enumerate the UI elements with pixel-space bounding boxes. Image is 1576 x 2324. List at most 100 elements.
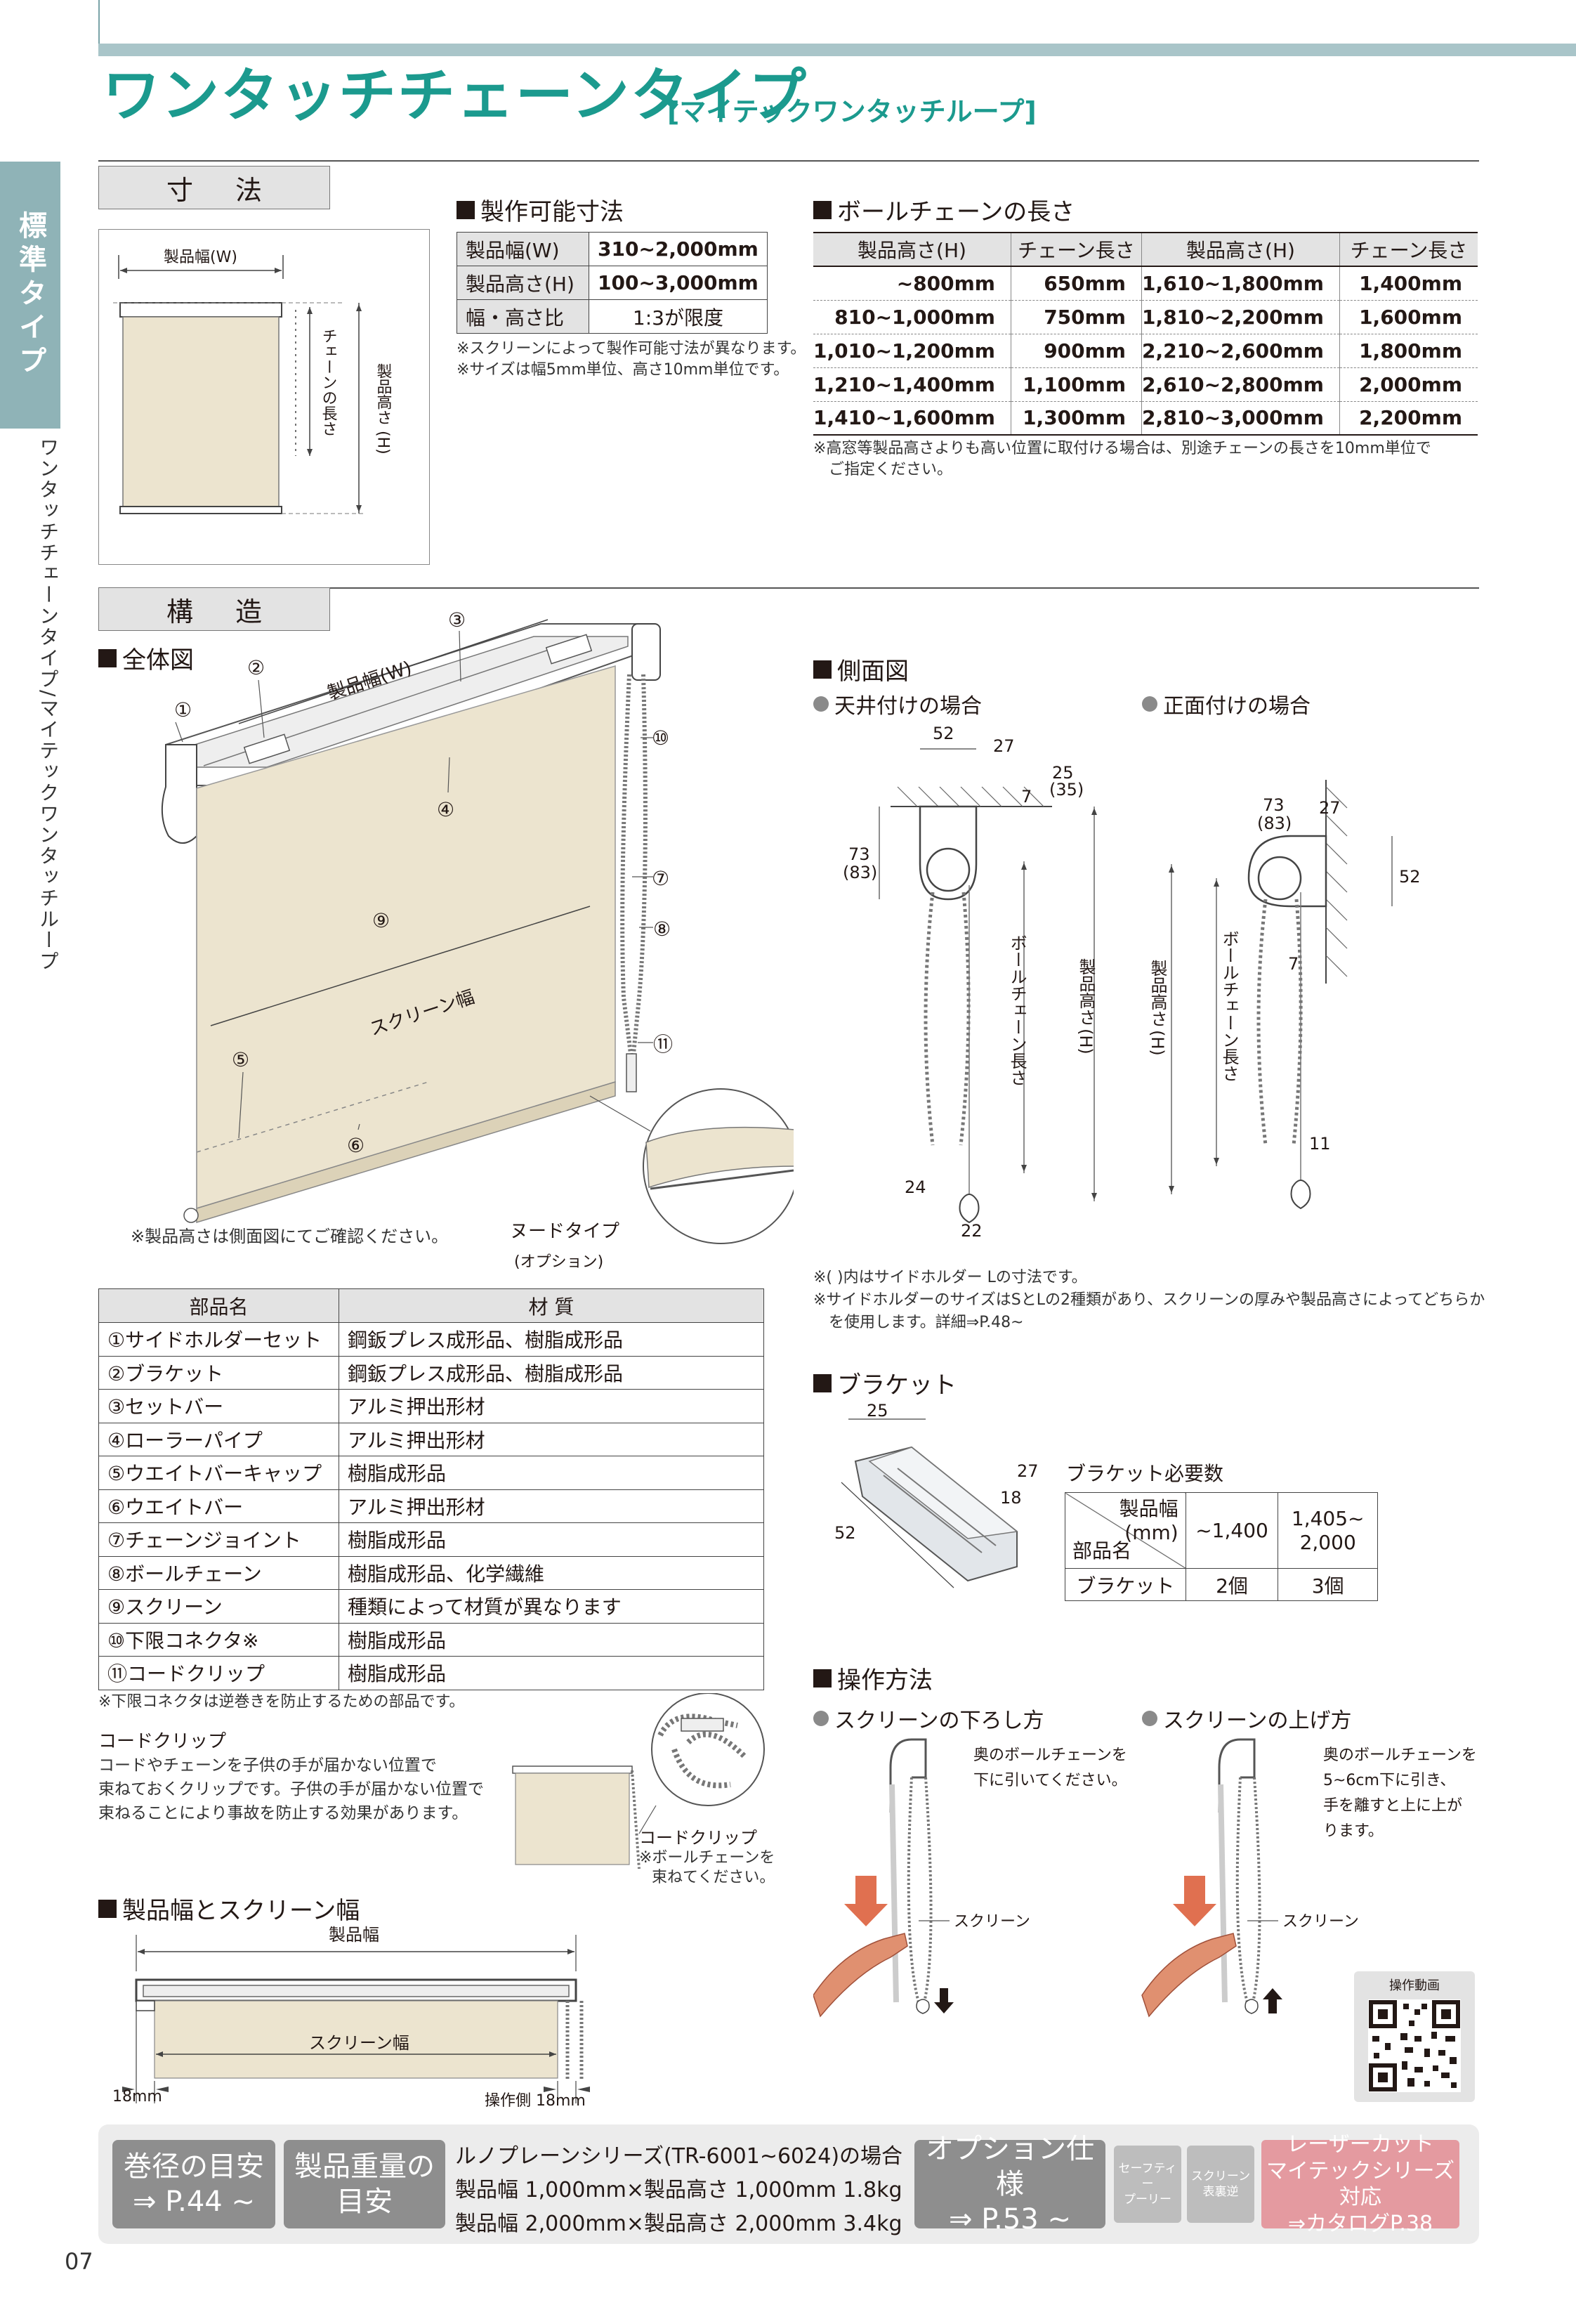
part-material: アルミ押出形材 <box>338 1389 765 1423</box>
column-header: チェーン長さ <box>1339 232 1478 267</box>
safety-pulley-line-1: セーフティー <box>1118 2161 1177 2191</box>
table-cell: 2,610~2,800mm <box>1141 367 1340 402</box>
overall-diagram: 製品幅(W) スクリーン幅 ① ② ③ ④ ⑤ ⑥ ⑦ ⑧ ⑨ ⑩ ⑪ <box>161 608 794 1244</box>
table-row: ⑦チェーンジョイント樹脂成形品 <box>98 1522 765 1557</box>
size-label: 幅・高さ比 <box>457 299 589 334</box>
nude-option-label: (オプション) <box>514 1253 604 1271</box>
dimension-diagram-frame: 製品幅(W) チェーンの長さ 製品高さ (H) <box>98 229 430 565</box>
raise-text-2: 5~6cm下に引き、 <box>1323 1772 1456 1789</box>
diameter-line-2: ⇒ P.44 ~ <box>133 2186 255 2218</box>
ceil-height-label: 製品高さ <box>1076 958 1096 1026</box>
nude-type-label: ヌードタイプ <box>510 1221 620 1242</box>
part-name: ⑦チェーンジョイント <box>98 1522 339 1557</box>
laser-line-1: レーザーカット <box>1287 2132 1434 2157</box>
column-header: チェーン長さ <box>1010 232 1142 267</box>
part-material: 樹脂成形品 <box>338 1456 765 1490</box>
safety-pulley-badge[interactable]: セーフティー プーリー <box>1114 2146 1181 2223</box>
table-cell: 2,810~3,000mm <box>1141 401 1340 436</box>
option-spec-button[interactable]: オプション仕様 ⇒ P.53 ~ <box>914 2133 1105 2235</box>
chain-length-heading: ボールチェーンの長さ <box>813 192 1075 227</box>
part-number-6: ⑥ <box>347 1134 365 1157</box>
lower-method-label: スクリーンの下ろし方 <box>813 1703 1044 1734</box>
cord-clip-illustration <box>512 1693 765 1869</box>
header-accent-bar <box>98 44 1576 56</box>
part-name: ⑪コードクリップ <box>98 1656 339 1690</box>
table-row: ⑩下限コネクタ※樹脂成形品 <box>98 1622 765 1657</box>
table-cell: 1,210~1,400mm <box>813 367 1011 402</box>
video-qr-panel[interactable]: 操作動画 <box>1354 1971 1475 2102</box>
chain-note-2: ご指定ください。 <box>829 461 953 478</box>
widths-heading: 製品幅とスクリーン幅 <box>98 1891 360 1926</box>
cord-clip-desc-1: コードやチェーンを子供の手が届かない位置で <box>98 1756 437 1775</box>
front-chain-label: ボールチェーン長さ <box>1219 930 1239 1082</box>
dim-height-unit: (H) <box>374 431 392 455</box>
weight-line-1: 製品重量の <box>294 2150 435 2183</box>
ceil-dim-7: 7 <box>1021 787 1032 807</box>
part-material: 鋼鈑プレス成形品、樹脂成形品 <box>338 1355 765 1390</box>
cord-clip-label: コードクリップ <box>639 1828 757 1848</box>
qr-code-icon[interactable] <box>1368 1999 1461 2092</box>
part-number-2: ② <box>247 656 265 679</box>
bracket-dim-52: 52 <box>834 1523 856 1543</box>
bracket-dim-27: 27 <box>1017 1461 1039 1481</box>
side-view-note-2: ※サイドホルダーのサイズはSとLの2種類があり、スクリーンの厚みや製品高さによっ… <box>813 1291 1485 1309</box>
table-cell: 1,100mm <box>1010 367 1142 402</box>
table-row: ⑨スクリーン種類によって材質が異なります <box>98 1589 765 1624</box>
part-material: アルミ押出形材 <box>338 1422 765 1456</box>
table-cell: ~800mm <box>813 266 1011 301</box>
footer-weight-row-2: 製品幅 2,000mm×製品高さ 2,000mm 3.4kg <box>455 2212 902 2236</box>
cord-clip-hint-2: 束ねてください。 <box>652 1869 775 1886</box>
front-dim-11: 11 <box>1309 1134 1331 1154</box>
table-cell: 2,200mm <box>1339 401 1478 436</box>
option-line-2: ⇒ P.53 ~ <box>949 2203 1071 2235</box>
front-mount-label: 正面付けの場合 <box>1142 688 1311 719</box>
part-number-9: ⑨ <box>372 909 390 932</box>
cord-clip-title: コードクリップ <box>98 1731 227 1752</box>
part-name: ②ブラケット <box>98 1355 339 1390</box>
column-header: 1,405~ <box>1291 1506 1365 1530</box>
table-row: ⑤ウエイトバーキャップ樹脂成形品 <box>98 1456 765 1490</box>
diagonal-header-cell: 製品幅 (mm) 部品名 <box>1065 1492 1186 1569</box>
cord-clip-hint-1: ※ボールチェーンを <box>639 1849 775 1867</box>
column-header: 2,000 <box>1299 1530 1356 1554</box>
size-value: 100~3,000mm <box>589 266 768 300</box>
part-number-10: ⑩ <box>652 726 669 750</box>
ceil-dim-27: 27 <box>993 736 1015 756</box>
front-dim-83: (83) <box>1257 814 1292 833</box>
section-tab-dimensions: 寸 法 <box>98 166 330 209</box>
table-row: ⑥ウエイトバーアルミ押出形材 <box>98 1489 765 1523</box>
size-note-2: ※サイズは幅5mm単位、高さ10mm単位です。 <box>457 361 789 379</box>
table-cell: 810~1,000mm <box>813 300 1011 334</box>
table-cell: 3個 <box>1278 1568 1378 1601</box>
size-value: 1:3が限度 <box>589 299 768 334</box>
diameter-guide-button[interactable]: 巻径の目安 ⇒ P.44 ~ <box>112 2140 275 2228</box>
part-number-5: ⑤ <box>232 1048 249 1071</box>
dim-chain-label: チェーンの長さ <box>320 328 337 436</box>
ceil-chain-label: ボールチェーン長さ <box>1007 934 1027 1086</box>
screen-reverse-badge[interactable]: スクリーン 表裏逆 <box>1187 2146 1254 2223</box>
option-line-1: オプション仕様 <box>926 2133 1094 2200</box>
ceil-dim-24: 24 <box>905 1177 926 1197</box>
laser-line-3: ⇒カタログP.38 <box>1287 2211 1433 2236</box>
header-width: 製品幅 <box>1119 1497 1178 1520</box>
column-header: 製品高さ(H) <box>813 232 1011 267</box>
column-header: 材 質 <box>338 1288 765 1323</box>
table-row: ①サイドホルダーセット鋼鈑プレス成形品、樹脂成形品 <box>98 1322 765 1357</box>
side-caption: ワンタッチチェーンタイプ/マイテックワンタッチループ <box>37 437 60 972</box>
page-number: 07 <box>65 2248 93 2275</box>
ceil-dim-73: 73 <box>848 844 870 864</box>
laser-line-2: マイテックシリーズ対応 <box>1266 2158 1454 2210</box>
table-cell: 1,400mm <box>1339 266 1478 301</box>
table-header-row: 製品幅 (mm) 部品名 ~1,400 1,405~ 2,000 <box>1065 1492 1378 1569</box>
section-tab-structure: 構 造 <box>98 587 330 631</box>
ceil-dim-25: 25 <box>1052 763 1074 783</box>
side-view-heading: 側面図 <box>813 652 909 686</box>
laser-cut-button[interactable]: レーザーカット マイテックシリーズ対応 ⇒カタログP.38 <box>1261 2132 1459 2236</box>
screen-reverse-line-2: 表裏逆 <box>1202 2185 1239 2199</box>
page-subtitle: [マイテックワンタッチループ] <box>667 96 1037 127</box>
raise-text-3: 手を離すと上に上が <box>1323 1797 1463 1815</box>
